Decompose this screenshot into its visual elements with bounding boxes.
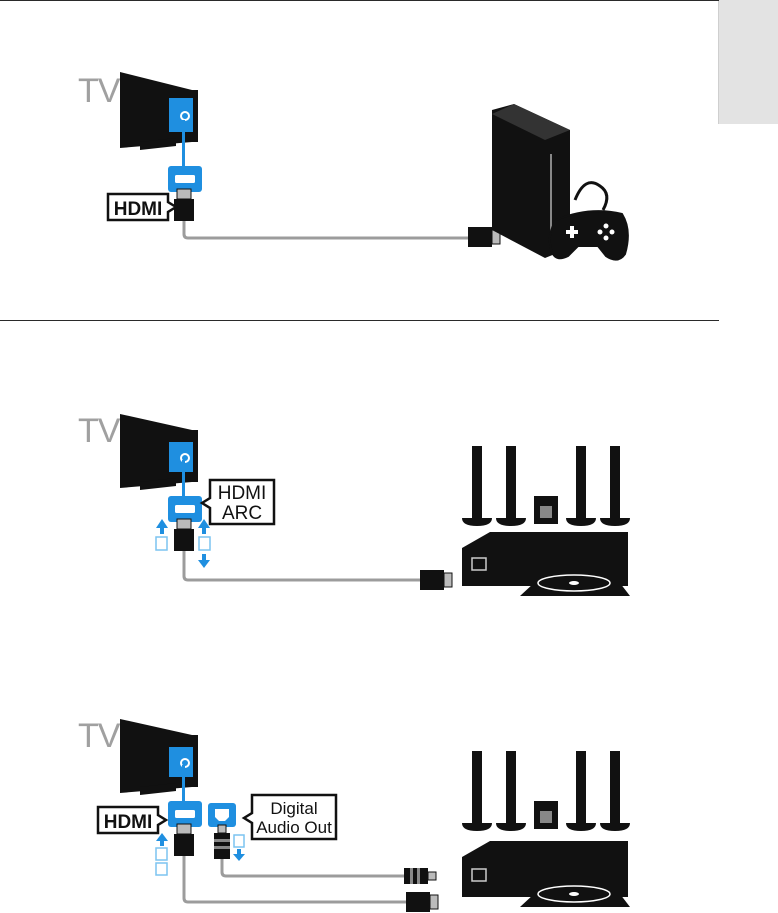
home-theatre-icon (462, 446, 630, 596)
hdmi-arc-label-callout: HDMI ARC (199, 478, 276, 526)
top-rule (0, 0, 719, 1)
tv-label: TV (78, 717, 121, 755)
digital-label: Digital (270, 799, 317, 818)
digital-audio-out-label-callout: Digital Audio Out (241, 793, 338, 841)
hdmi-plug-icon (420, 570, 453, 590)
hdmi-label-callout: HDMI (96, 805, 169, 835)
optical-plug-icon (214, 824, 230, 859)
tv-label: TV (78, 72, 121, 110)
audio-down-arrow-icon (198, 519, 211, 568)
audio-out-label: Audio Out (256, 818, 332, 837)
diagram-digital-audio-out: TV HDMI Digital (0, 705, 719, 913)
tv-icon (120, 72, 198, 150)
hdmi-plug-icon (174, 188, 194, 221)
hdmi-port-icon (168, 496, 202, 522)
hdmi-port-icon (168, 801, 202, 827)
audio-down-arrow-icon (233, 834, 245, 861)
video-up-arrow-icon (155, 833, 168, 876)
diagram-game-console: TV HDMI (0, 60, 719, 280)
diagram-hdmi-arc: TV HDMI ARC (0, 400, 719, 610)
optical-port-icon (208, 803, 236, 827)
hdmi-label: HDMI (104, 812, 153, 833)
hdmi-plug-icon (174, 823, 194, 856)
tv-icon (120, 414, 198, 490)
hdmi-plug-icon (468, 227, 501, 247)
hdmi-plug-icon (406, 892, 439, 912)
home-theatre-icon (462, 751, 630, 907)
video-up-arrow-icon (155, 519, 168, 551)
hdmi-plug-icon (174, 518, 194, 551)
hdmi-label-callout: HDMI (106, 192, 179, 222)
optical-plug-icon (404, 868, 437, 884)
page-side-tab (719, 0, 778, 124)
section-divider (0, 320, 719, 321)
hdmi-label: HDMI (114, 199, 163, 220)
tv-label: TV (78, 412, 121, 450)
hdmi-port-icon (168, 166, 202, 192)
tv-icon (120, 719, 198, 795)
side-tab-edge (718, 0, 719, 124)
game-console-icon (492, 104, 629, 261)
hdmi-label: HDMI (218, 483, 267, 504)
arc-label: ARC (222, 503, 262, 524)
